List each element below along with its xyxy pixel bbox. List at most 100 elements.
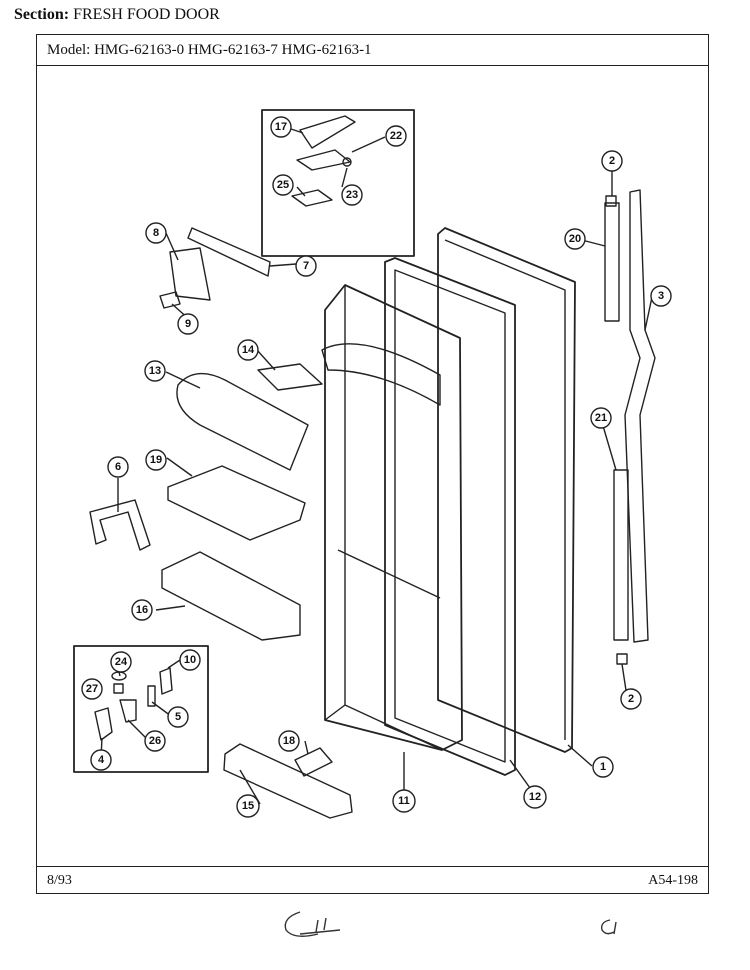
callout-20 bbox=[564, 228, 586, 250]
part-11-edge bbox=[324, 285, 443, 751]
part-1-shape bbox=[437, 227, 576, 753]
label-19: 19 bbox=[150, 454, 162, 466]
callout-19 bbox=[145, 449, 167, 471]
label-13: 13 bbox=[149, 365, 161, 377]
part-10-shape bbox=[159, 667, 173, 695]
callout-15 bbox=[236, 794, 260, 818]
part-18-shape bbox=[294, 747, 333, 777]
callout-23 bbox=[341, 184, 363, 206]
callout-12 bbox=[523, 785, 547, 809]
callout-7 bbox=[295, 255, 317, 277]
label-2-bottom: 2 bbox=[628, 693, 634, 705]
label-8: 8 bbox=[153, 227, 159, 239]
label-3: 3 bbox=[658, 290, 664, 302]
label-20: 20 bbox=[569, 233, 581, 245]
callout-13 bbox=[144, 360, 166, 382]
part-11-top-pocket bbox=[321, 343, 441, 406]
section-header: Section: FRESH FOOD DOOR bbox=[14, 6, 220, 24]
part-26-shape bbox=[119, 699, 137, 723]
callout-16 bbox=[131, 599, 153, 621]
part-2-upper-shape bbox=[605, 195, 617, 207]
section-value: FRESH FOOD DOOR bbox=[73, 6, 220, 23]
part-16-shape bbox=[161, 551, 301, 641]
label-10: 10 bbox=[184, 654, 196, 666]
callout-21 bbox=[590, 407, 612, 429]
part-2-lower-shape bbox=[616, 653, 628, 665]
label-7: 7 bbox=[303, 260, 309, 272]
part-17-shape bbox=[299, 115, 356, 149]
label-11: 11 bbox=[398, 795, 410, 807]
inset-box-top bbox=[261, 109, 415, 257]
part-9-shape bbox=[159, 291, 181, 309]
callout-25 bbox=[272, 174, 294, 196]
part-21-shape bbox=[613, 469, 629, 641]
label-14: 14 bbox=[242, 344, 255, 356]
callout-24 bbox=[110, 651, 132, 673]
callout-4 bbox=[90, 749, 112, 771]
part-14-shape bbox=[257, 363, 323, 391]
part-23-shape bbox=[342, 157, 352, 167]
part-1-inner bbox=[444, 239, 566, 740]
callout-18 bbox=[278, 730, 300, 752]
model-line: Model: HMG-62163-0 HMG-62163-7 HMG-62163… bbox=[47, 42, 372, 58]
part-8-shape bbox=[169, 247, 211, 301]
label-6: 6 bbox=[115, 461, 121, 473]
part-6-shape bbox=[89, 499, 151, 551]
diagram-frame: Model: HMG-62163-0 HMG-62163-7 HMG-62163… bbox=[36, 34, 709, 894]
label-21: 21 bbox=[595, 412, 607, 424]
callout-2-bottom bbox=[620, 688, 642, 710]
part-25-shape bbox=[291, 189, 333, 207]
part-11-divider bbox=[337, 549, 441, 599]
callout-labels: 17 22 25 23 8 7 9 14 13 19 6 16 24 10 27… bbox=[86, 121, 664, 812]
callout-5 bbox=[167, 706, 189, 728]
label-23: 23 bbox=[346, 189, 358, 201]
callout-27 bbox=[81, 678, 103, 700]
callout-9 bbox=[177, 313, 199, 335]
label-2-top: 2 bbox=[609, 155, 615, 167]
part-12-inner bbox=[394, 269, 506, 763]
label-17: 17 bbox=[275, 121, 287, 133]
label-9: 9 bbox=[185, 318, 191, 330]
callout-1 bbox=[592, 756, 614, 778]
part-5-shape bbox=[147, 685, 156, 707]
part-13-shape bbox=[176, 372, 309, 471]
label-26: 26 bbox=[149, 735, 161, 747]
part-15-shape bbox=[223, 743, 353, 819]
footer-doc-code: A54-198 bbox=[648, 873, 698, 888]
part-20-shape bbox=[604, 202, 620, 322]
footer-date: 8/93 bbox=[47, 873, 72, 888]
label-1: 1 bbox=[600, 761, 606, 773]
label-12: 12 bbox=[529, 791, 541, 803]
callout-2-top bbox=[601, 150, 623, 172]
label-24: 24 bbox=[115, 656, 128, 668]
label-16: 16 bbox=[136, 604, 148, 616]
label-4: 4 bbox=[98, 754, 105, 766]
callout-10 bbox=[179, 649, 201, 671]
part-22-plate bbox=[296, 149, 351, 171]
callout-14 bbox=[237, 339, 259, 361]
part-7-shape bbox=[187, 227, 271, 277]
label-27: 27 bbox=[86, 683, 98, 695]
part-12-shape bbox=[384, 257, 516, 776]
section-label: Section: bbox=[14, 6, 70, 23]
callout-3 bbox=[650, 285, 672, 307]
label-25: 25 bbox=[277, 179, 289, 191]
footer-rule bbox=[37, 866, 708, 867]
label-22: 22 bbox=[390, 130, 402, 142]
callout-17 bbox=[270, 116, 292, 138]
callout-26 bbox=[144, 730, 166, 752]
callout-6 bbox=[107, 456, 129, 478]
handwritten-signature bbox=[284, 911, 617, 937]
label-15: 15 bbox=[242, 800, 254, 812]
label-5: 5 bbox=[175, 711, 181, 723]
part-27-shape bbox=[113, 683, 124, 694]
callout-11 bbox=[392, 789, 416, 813]
label-18: 18 bbox=[283, 735, 295, 747]
part-19-shape bbox=[167, 465, 306, 541]
part-3-shape bbox=[624, 189, 656, 643]
callout-22 bbox=[385, 125, 407, 147]
callout-8 bbox=[145, 222, 167, 244]
inset-box-bottom bbox=[73, 645, 209, 773]
header-rule bbox=[37, 65, 708, 66]
